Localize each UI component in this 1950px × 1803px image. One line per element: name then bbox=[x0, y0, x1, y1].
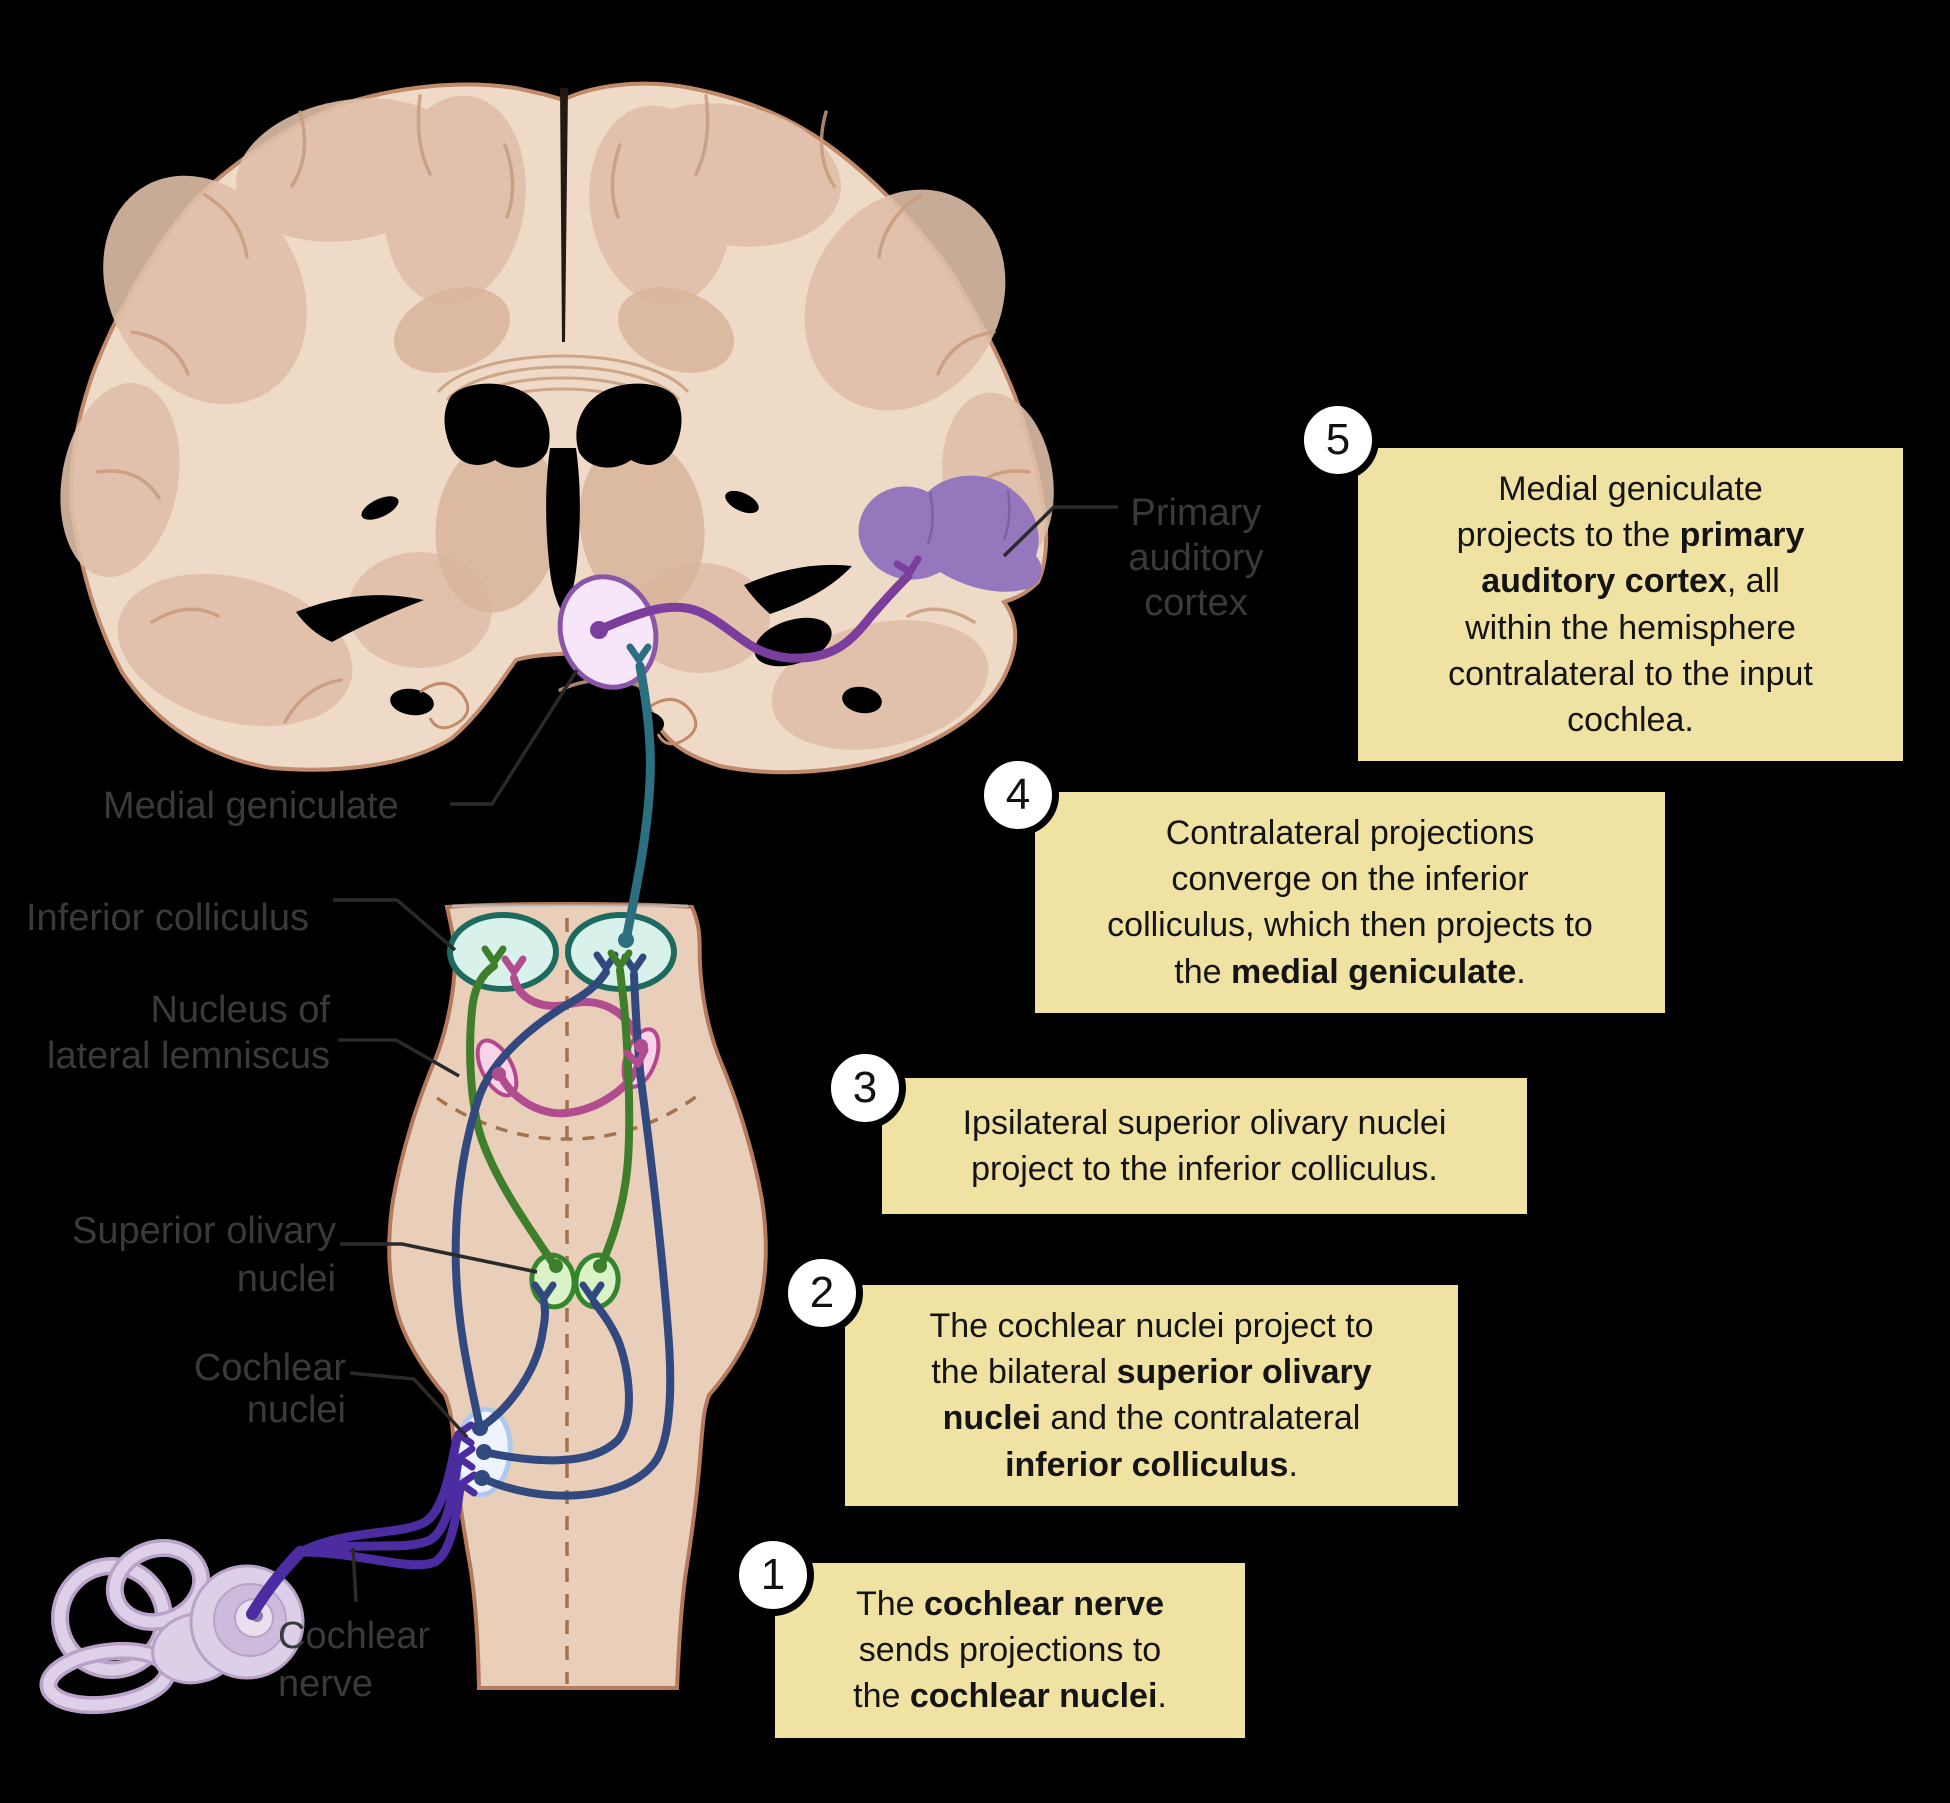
callout-step-2-number: 2 bbox=[781, 1252, 863, 1334]
medial-geniculate-shape bbox=[557, 574, 659, 690]
leader-cochlear-nerve bbox=[351, 1547, 358, 1603]
inner-ear bbox=[39, 1538, 305, 1715]
lateral-ventricles bbox=[444, 383, 682, 614]
primary-auditory-cortex-region bbox=[858, 475, 1042, 592]
leader-lines bbox=[333, 505, 1118, 1603]
callout-step-1: The cochlear nerve sends projections to … bbox=[775, 1563, 1245, 1738]
leader-superior-olivary bbox=[340, 1242, 538, 1274]
leader-inferior-colliculus bbox=[333, 898, 457, 952]
fiber-terminals bbox=[454, 555, 922, 1497]
callout-step-3-number: 3 bbox=[824, 1047, 906, 1129]
svg-text:auditory: auditory bbox=[1128, 537, 1263, 579]
svg-text:nuclei: nuclei bbox=[237, 1258, 336, 1300]
callout-step-4: Contralateral projections converge on th… bbox=[1035, 792, 1665, 1013]
label-nucleus-lateral-lemniscus: Nucleus of bbox=[150, 989, 330, 1031]
label-inferior-colliculus: Inferior colliculus bbox=[26, 897, 309, 939]
callout-step-5: Medial geniculate projects to the primar… bbox=[1358, 448, 1903, 762]
structure-labels: Primary auditory cortex Medial geniculat… bbox=[26, 492, 1264, 1705]
hippocampus-curls bbox=[419, 682, 698, 746]
leader-medial-geniculate bbox=[450, 669, 579, 806]
callout-step-5-number: 5 bbox=[1297, 399, 1379, 481]
ic-to-mg-fiber bbox=[621, 661, 655, 945]
callout-step-1-number: 1 bbox=[732, 1534, 814, 1616]
leader-primary-auditory-cortex bbox=[1002, 505, 1118, 558]
interhemispheric-fissure bbox=[560, 88, 568, 342]
third-ventricle bbox=[546, 448, 580, 614]
fiber-origin-dots bbox=[472, 621, 648, 1486]
cochlea bbox=[189, 1564, 305, 1680]
callout-step-2: The cochlear nuclei project to the bilat… bbox=[845, 1285, 1458, 1506]
leader-cochlear-nuclei bbox=[349, 1371, 469, 1439]
brain-coronal-section bbox=[60, 81, 1054, 775]
svg-text:lateral lemniscus: lateral lemniscus bbox=[47, 1035, 330, 1077]
mg-to-cortex-fiber bbox=[594, 571, 913, 663]
svg-text:nerve: nerve bbox=[278, 1663, 373, 1705]
cochlear-nerve-fibers bbox=[246, 1433, 465, 1620]
label-cochlear-nerve: Cochlear bbox=[278, 1615, 430, 1657]
label-medial-geniculate: Medial geniculate bbox=[103, 785, 399, 827]
callout-step-3: Ipsilateral superior olivary nuclei proj… bbox=[882, 1078, 1527, 1215]
label-superior-olivary-nuclei: Superior olivary bbox=[72, 1210, 336, 1252]
svg-text:cortex: cortex bbox=[1144, 582, 1247, 624]
label-primary-auditory-cortex: Primary bbox=[1131, 492, 1262, 534]
callout-step-4-number: 4 bbox=[977, 754, 1059, 836]
brain-basal-ganglia bbox=[393, 287, 735, 613]
svg-text:nuclei: nuclei bbox=[247, 1389, 346, 1431]
label-cochlear-nuclei: Cochlear bbox=[194, 1347, 346, 1389]
leader-lateral-lemniscus bbox=[338, 1038, 460, 1078]
fiber-pathways bbox=[246, 571, 913, 1620]
